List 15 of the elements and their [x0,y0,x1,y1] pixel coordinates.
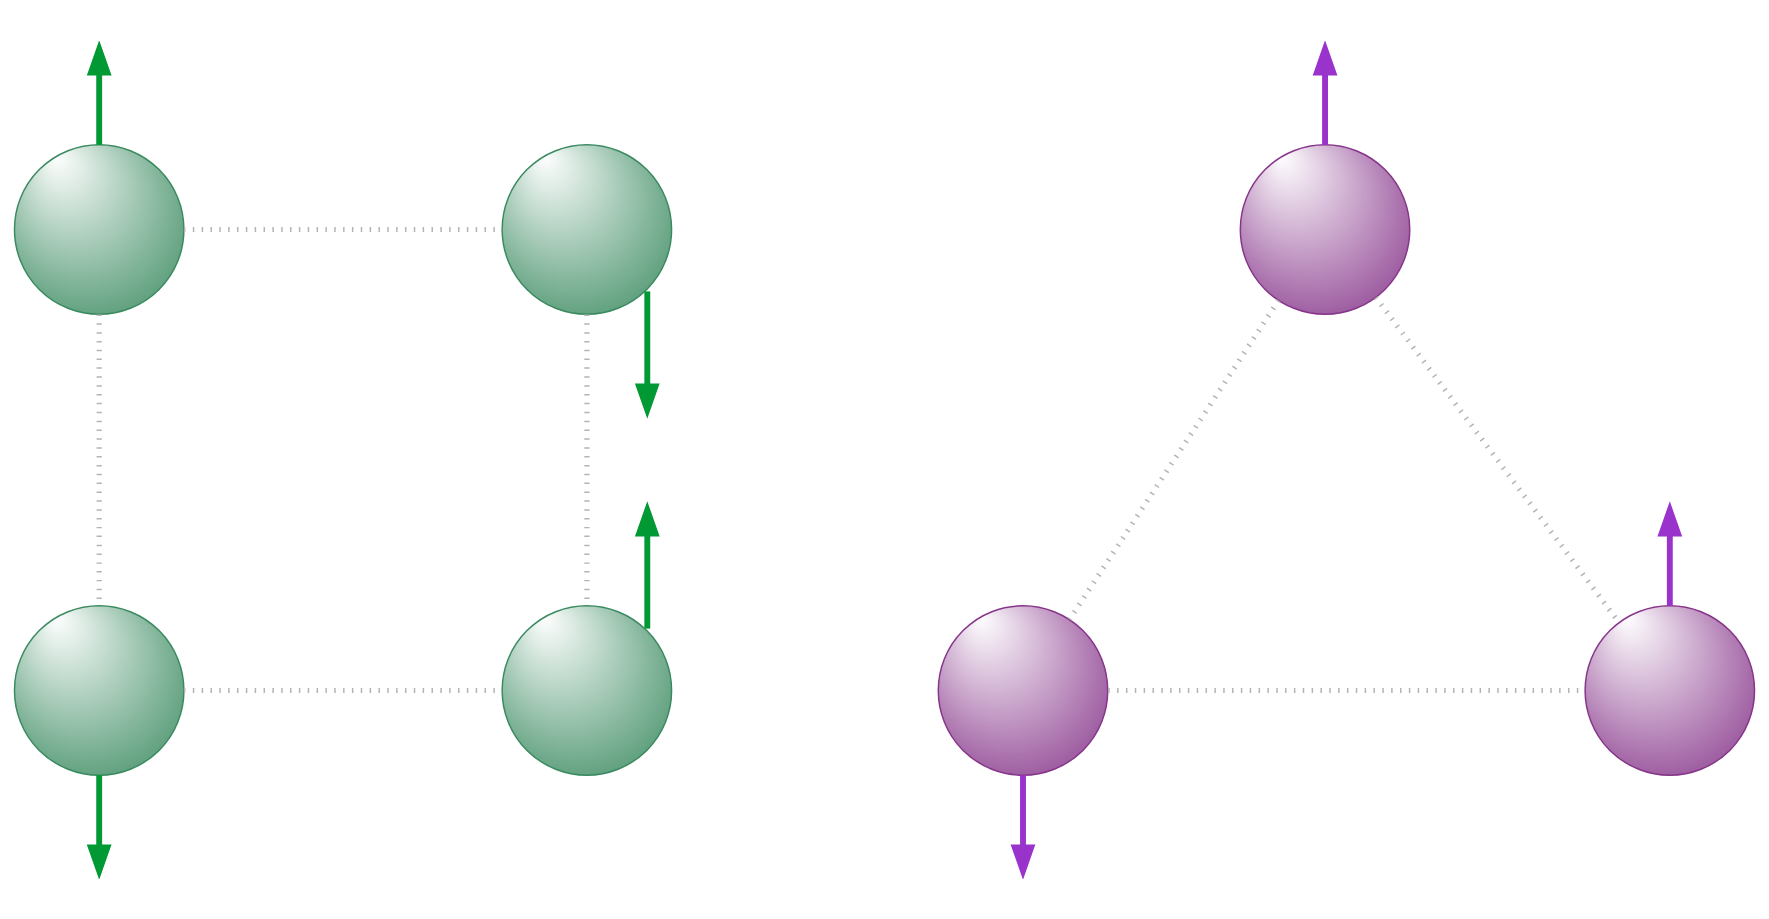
arrow [1010,774,1036,879]
arrow [86,40,112,145]
arrow [634,500,660,629]
node-circle [13,143,185,315]
connector [1067,298,1281,621]
node-circle [13,604,185,776]
arrow [634,290,660,419]
arrow [1312,40,1338,145]
node-circle [1584,604,1756,776]
arrow [86,774,112,879]
node-circle [937,604,1109,776]
node-circle [1239,143,1411,315]
node-circle [501,143,673,315]
arrow [1657,500,1683,606]
node-circle [501,604,673,776]
